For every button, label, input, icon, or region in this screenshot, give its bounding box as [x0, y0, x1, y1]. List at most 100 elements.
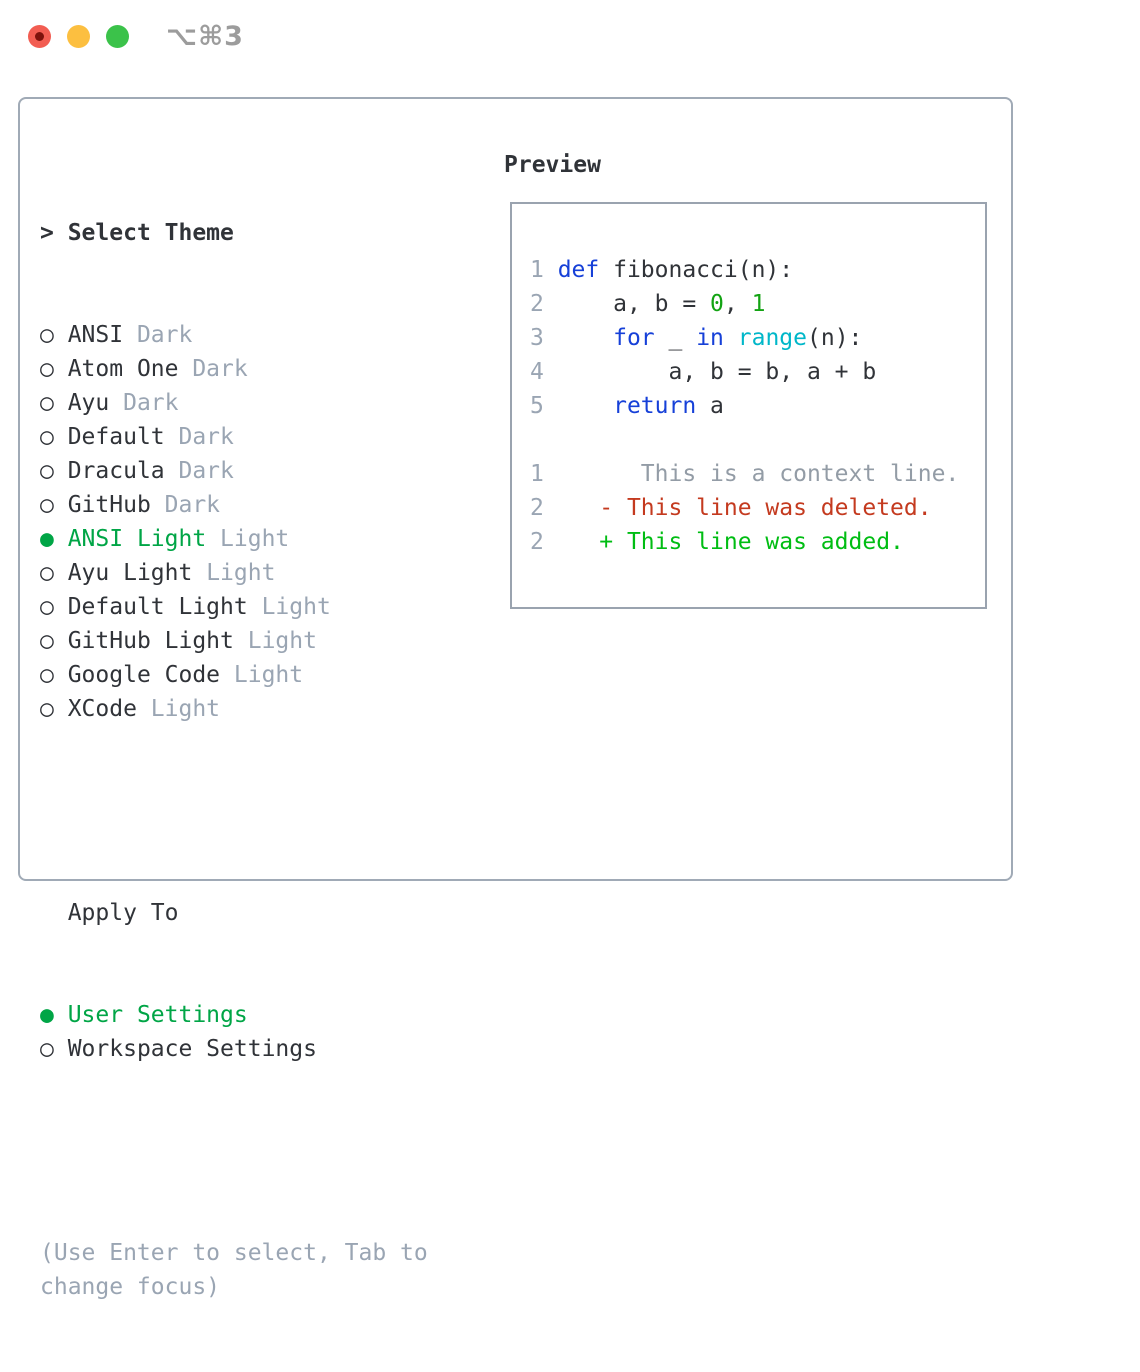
code-token-fn: range	[737, 325, 807, 351]
code-line: 2 a, b = 0, 1	[530, 287, 959, 321]
theme-variant-badge: Light	[261, 594, 331, 620]
theme-name: Atom One	[67, 356, 193, 382]
close-modified-dot-icon	[35, 32, 44, 41]
apply-option-label: Workspace Settings	[67, 1036, 317, 1062]
theme-name: GitHub	[67, 492, 165, 518]
theme-option-ansi-light[interactable]: ● ANSI Light Light	[40, 522, 428, 556]
close-button[interactable]	[28, 25, 51, 48]
code-line: 5 return a	[530, 389, 959, 423]
theme-variant-badge: Light	[150, 696, 221, 722]
radio-unselected-icon: ○	[40, 696, 68, 722]
apply-option-label: User Settings	[67, 1002, 248, 1028]
theme-variant-badge: Light	[206, 560, 276, 586]
theme-variant-badge: Dark	[123, 390, 179, 416]
theme-option-github-light[interactable]: ○ GitHub Light Light	[40, 624, 428, 658]
radio-unselected-icon: ○	[40, 662, 68, 688]
code-token-fg	[724, 325, 738, 351]
line-number: 2	[530, 495, 558, 521]
apply-to-header: Apply To	[40, 896, 428, 930]
theme-option-ansi[interactable]: ○ ANSI Dark	[40, 318, 428, 352]
help-text-line: (Use Enter to select, Tab to	[40, 1240, 428, 1266]
code-token-add: + This line was added.	[557, 529, 904, 555]
theme-name: XCode	[67, 696, 151, 722]
theme-option-xcode[interactable]: ○ XCode Light	[40, 692, 428, 726]
theme-option-ayu-light[interactable]: ○ Ayu Light Light	[40, 556, 428, 590]
code-blank-line	[530, 423, 959, 457]
apply-to-title: Apply To	[40, 900, 179, 926]
radio-unselected-icon: ○	[40, 594, 68, 620]
theme-name: Google Code	[67, 662, 234, 688]
theme-option-github[interactable]: ○ GitHub Dark	[40, 488, 428, 522]
apply-option-user-settings[interactable]: ● User Settings	[40, 998, 428, 1032]
code-token-fg: fibonacci(n):	[599, 257, 794, 283]
spacer	[40, 794, 428, 828]
radio-unselected-icon: ○	[40, 356, 68, 382]
theme-selector-panel: > Select Theme ○ ANSI Dark○ Atom One Dar…	[18, 97, 1013, 1300]
theme-name: ANSI	[67, 322, 137, 348]
code-token-kw: def	[557, 257, 600, 283]
theme-variant-badge: Dark	[164, 492, 221, 518]
apply-option-workspace-settings[interactable]: ○ Workspace Settings	[40, 1032, 428, 1066]
code-token-fg: (n):	[807, 325, 863, 351]
theme-name: ANSI Light	[67, 526, 221, 552]
code-token-ctx: This is a context line.	[557, 461, 960, 487]
code-line: 2 + This line was added.	[530, 525, 959, 559]
code-line: 3 for _ in range(n):	[530, 321, 959, 355]
select-theme-title: Select Theme	[67, 220, 234, 246]
theme-variant-badge: Light	[220, 526, 290, 552]
radio-unselected-icon: ○	[40, 390, 68, 416]
code-token-num: 0	[710, 291, 724, 317]
theme-option-ayu[interactable]: ○ Ayu Dark	[40, 386, 428, 420]
line-number: 2	[530, 291, 558, 317]
radio-unselected-icon: ○	[40, 628, 68, 654]
radio-unselected-icon: ○	[40, 560, 68, 586]
code-token-fg: _	[654, 325, 697, 351]
code-token-kw: for	[613, 325, 655, 351]
line-number: 1	[530, 257, 558, 283]
theme-option-google-code[interactable]: ○ Google Code Light	[40, 658, 428, 692]
radio-unselected-icon: ○	[40, 424, 68, 450]
help-text-line: change focus)	[40, 1274, 221, 1300]
line-number: 2	[530, 529, 558, 555]
code-line: 4 a, b = b, a + b	[530, 355, 959, 389]
code-line: 1 This is a context line.	[530, 457, 959, 491]
window-shortcut-label: ⌥⌘3	[166, 21, 244, 52]
radio-unselected-icon: ○	[40, 322, 68, 348]
theme-name: GitHub Light	[67, 628, 248, 654]
minimize-button[interactable]	[67, 25, 90, 48]
line-number: 4	[530, 359, 558, 385]
theme-name: Default Light	[67, 594, 262, 620]
code-token-fg: a	[696, 393, 724, 419]
code-token-del: - This line was deleted.	[557, 495, 932, 521]
code-token-fg	[558, 393, 613, 419]
theme-option-default-light[interactable]: ○ Default Light Light	[40, 590, 428, 624]
radio-unselected-icon: ○	[40, 1036, 68, 1062]
code-line: 1 def fibonacci(n):	[530, 253, 959, 287]
spacer	[40, 1134, 428, 1168]
theme-option-default[interactable]: ○ Default Dark	[40, 420, 428, 454]
prompt-icon: >	[40, 220, 68, 246]
code-token-kw: return	[613, 393, 697, 419]
code-token-fg: a, b =	[557, 291, 711, 317]
theme-option-dracula[interactable]: ○ Dracula Dark	[40, 454, 428, 488]
zoom-button[interactable]	[106, 25, 129, 48]
window-titlebar: ⌥⌘3	[0, 0, 1140, 70]
theme-name: Ayu Light	[67, 560, 207, 586]
theme-list: > Select Theme ○ ANSI Dark○ Atom One Dar…	[40, 148, 428, 1372]
line-number: 5	[530, 393, 558, 419]
radio-selected-icon: ●	[40, 526, 68, 552]
code-line: 2 - This line was deleted.	[530, 491, 959, 525]
theme-variant-badge: Dark	[178, 458, 234, 484]
select-theme-header: > Select Theme	[40, 216, 428, 250]
theme-variant-badge: Light	[233, 662, 304, 688]
theme-name: Ayu	[67, 390, 124, 416]
radio-selected-icon: ●	[40, 1002, 68, 1028]
theme-variant-badge: Dark	[178, 424, 234, 450]
code-token-fg: ,	[723, 291, 752, 317]
line-number: 3	[530, 325, 558, 351]
theme-option-atom-one[interactable]: ○ Atom One Dark	[40, 352, 428, 386]
radio-unselected-icon: ○	[40, 458, 68, 484]
code-token-kw: in	[696, 325, 724, 351]
